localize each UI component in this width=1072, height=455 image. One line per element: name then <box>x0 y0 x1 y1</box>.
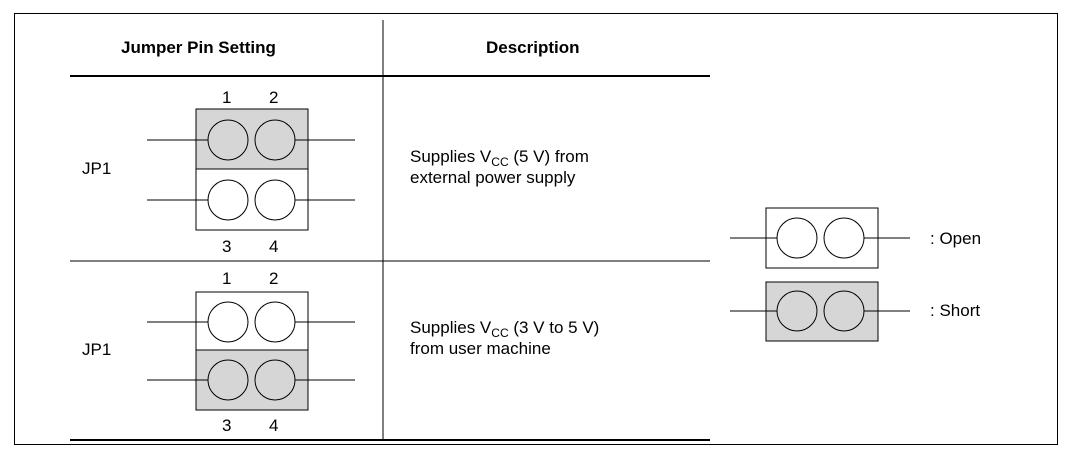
pin-label-1: 1 <box>222 88 232 107</box>
pin-2 <box>254 301 296 343</box>
legend-short-symbol <box>730 281 910 342</box>
legend-open-label: : Open <box>930 229 982 248</box>
description-row2-line1: Supplies VCC (3 V to 5 V) <box>410 318 600 340</box>
pin-label-2: 2 <box>269 269 279 288</box>
pin-label-3: 3 <box>222 416 232 435</box>
description-row1-line2: external power supply <box>410 168 576 187</box>
jumper-label: JP1 <box>82 340 112 359</box>
pin-4 <box>254 359 296 401</box>
legend-open-symbol <box>730 207 910 269</box>
pin-2 <box>254 119 296 161</box>
pin-1 <box>207 119 249 161</box>
pin-label-4: 4 <box>269 416 279 435</box>
description-row1-line1: Supplies VCC (5 V) from <box>410 147 589 169</box>
pin-3 <box>207 359 249 401</box>
pin-label-4: 4 <box>269 237 279 256</box>
pin-3 <box>207 179 249 221</box>
pin-label-1: 1 <box>222 269 232 288</box>
jumper-label: JP1 <box>82 159 112 178</box>
legend-short-label: : Short <box>930 301 981 320</box>
header-description: Description <box>486 38 580 57</box>
figure-frame <box>14 13 1058 445</box>
description-row2-line2: from user machine <box>410 339 551 358</box>
jumper-row2 <box>147 291 355 411</box>
header-jumper-pin-setting: Jumper Pin Setting <box>121 38 276 57</box>
pin-4 <box>254 179 296 221</box>
pin-label-2: 2 <box>269 88 279 107</box>
jumper-row1 <box>147 108 355 231</box>
pin-1 <box>207 301 249 343</box>
pin-label-3: 3 <box>222 237 232 256</box>
